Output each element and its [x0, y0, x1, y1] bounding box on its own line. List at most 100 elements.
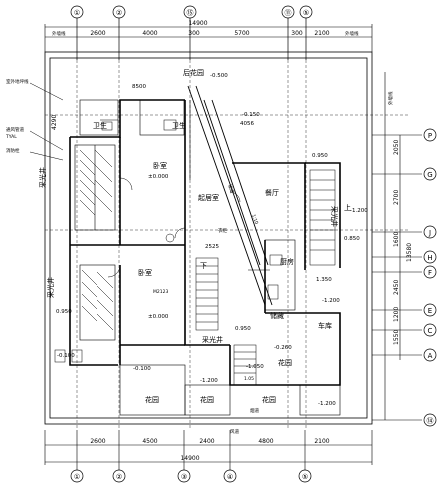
dim-top-4056: 4056 — [240, 121, 254, 127]
dashed-grid — [45, 60, 410, 430]
axis-label-bottom-5: ⑤ — [302, 473, 308, 481]
axis-label-bottom-2: ② — [116, 473, 122, 481]
bottom-dim-1: 2600 — [90, 438, 105, 445]
site-outline — [44, 51, 373, 425]
top-dim-3: 300 — [188, 30, 200, 37]
stair-bottom — [233, 344, 257, 386]
axis-label-bottom-1: ① — [74, 473, 80, 481]
room-lightwell-3: 采光井 — [330, 206, 339, 227]
room-wc2: 卫生 — [172, 121, 186, 130]
left-annotation-2: 通风管道 — [6, 126, 24, 133]
room-storage: 储藏 — [270, 311, 284, 320]
left-top-dimension: 4290 — [51, 115, 58, 130]
room-wardrobe: 衣柜 — [218, 227, 227, 234]
stair-right — [309, 169, 336, 266]
room-wc1: 卫生 — [93, 121, 107, 130]
right-dimension-lines — [372, 72, 422, 421]
level-bottom-right-1200: -1.200 — [318, 401, 336, 407]
bottom-dim-4: 4800 — [258, 438, 273, 445]
level-left-100: -0.100 — [57, 353, 75, 359]
room-dining: 餐厅 — [265, 188, 279, 197]
top-dim-5: 300 — [291, 30, 303, 37]
hatch-lightwell-top — [79, 149, 113, 216]
dim-top-8500: 8500 — [132, 84, 146, 90]
room-garage: 车库 — [318, 321, 332, 330]
top-dimension-lines — [44, 24, 373, 52]
level-bottom-1200: -1.200 — [200, 378, 218, 384]
room-lightwell-1: 采光井 — [38, 167, 47, 188]
top-right-small-label: 外墙线 — [345, 30, 359, 37]
axis-label-right-A: A — [428, 352, 433, 360]
room-bedroom-top: 卧室 — [153, 161, 167, 170]
level-mid-1050: -1.050 — [246, 364, 264, 370]
axis-label-right-E: E — [428, 307, 432, 315]
axis-label-top-4: ⑪ — [285, 9, 292, 17]
room-lightwell-2: 采光井 — [46, 277, 55, 298]
axis-label-bottom-4: ④ — [227, 473, 233, 481]
door-code-label: M2123 — [153, 289, 168, 295]
level-bottom-100: -0.100 — [133, 366, 151, 372]
right-dim-3: 1600 — [393, 232, 400, 247]
level-garage-950: 0.950 — [235, 326, 251, 332]
right-axis-bubbles — [423, 128, 437, 427]
fixtures — [54, 119, 283, 363]
level-upper-mid: -0.150 — [242, 112, 260, 118]
right-dim-6: 1550 — [393, 330, 400, 345]
bottom-total-dimension: 14900 — [180, 455, 199, 462]
level-bed1: ±0.000 — [148, 174, 169, 180]
stair-up-label: 上 — [344, 203, 351, 212]
axis-label-right-G: G — [427, 171, 432, 179]
flue-label: 烟道 — [250, 407, 259, 414]
right-dim-2: 2700 — [393, 190, 400, 205]
room-garden-4: 花园 — [262, 395, 276, 404]
left-annotation-4: 消防栓 — [6, 147, 20, 154]
room-kitchen: 厨房 — [280, 257, 294, 266]
bottom-dim-5: 2100 — [314, 438, 329, 445]
stair-down-label: 下 — [200, 262, 207, 270]
duct-label: 风道 — [230, 428, 239, 435]
level-right-1200a: -1.200 — [350, 208, 368, 214]
axis-label-top-5: ⑤ — [303, 9, 309, 17]
interior-lines — [74, 99, 341, 416]
small-dim-label: 1.05 — [244, 376, 254, 382]
top-dim-6: 2100 — [314, 30, 329, 37]
axis-label-right-J: J — [428, 229, 431, 237]
axis-label-top-2: ② — [116, 9, 122, 17]
axis-label-right-C: C — [428, 327, 433, 335]
axis-label-top-3: ⑮ — [187, 9, 194, 17]
dim-center-2525: 2525 — [205, 244, 219, 250]
room-garden-2: 花园 — [200, 395, 214, 404]
axis-label-right-14: ⑭ — [427, 417, 434, 425]
room-bedroom-bottom: 卧室 — [138, 268, 152, 277]
level-left-950: 0.950 — [56, 309, 72, 315]
room-lightwell-4: 采光井 — [202, 335, 223, 344]
diagonal-ramp — [187, 85, 273, 306]
level-right-1350: 1.350 — [316, 277, 332, 283]
ramp-label: 坡道 — [226, 183, 236, 194]
axis-label-top-1: ① — [74, 9, 80, 17]
room-garden-3: 花园 — [278, 358, 292, 367]
axis-label-right-F: F — [428, 269, 432, 277]
top-dim-2: 4000 — [142, 30, 157, 37]
top-dim-1: 2600 — [90, 30, 105, 37]
hatch-lightwell-bottom — [81, 269, 114, 331]
axis-label-right-P: P — [428, 132, 432, 140]
room-living: 起居室 — [198, 193, 219, 202]
left-leader-lines — [29, 82, 64, 161]
top-left-small-label: 外墙线 — [52, 30, 66, 37]
bottom-dim-2: 4500 — [142, 438, 157, 445]
right-total-dimension: 13580 — [406, 243, 413, 262]
room-garden-1: 花园 — [145, 395, 159, 404]
axis-label-right-H: H — [427, 254, 432, 262]
stair-main — [195, 257, 219, 331]
right-dim-1: 2050 — [393, 140, 400, 155]
left-annotation-3: TYAL — [5, 134, 17, 140]
top-dim-4: 5700 — [234, 30, 249, 37]
door-swings — [107, 177, 241, 278]
right-top-small-label: 外墙线 — [387, 91, 394, 105]
level-h-260: -0.260 — [274, 345, 292, 351]
top-total-dimension: 14900 — [188, 20, 207, 27]
bottom-dimension-lines — [44, 430, 373, 470]
axis-label-bottom-3: ③ — [181, 473, 187, 481]
level-top: -0.500 — [210, 73, 228, 79]
